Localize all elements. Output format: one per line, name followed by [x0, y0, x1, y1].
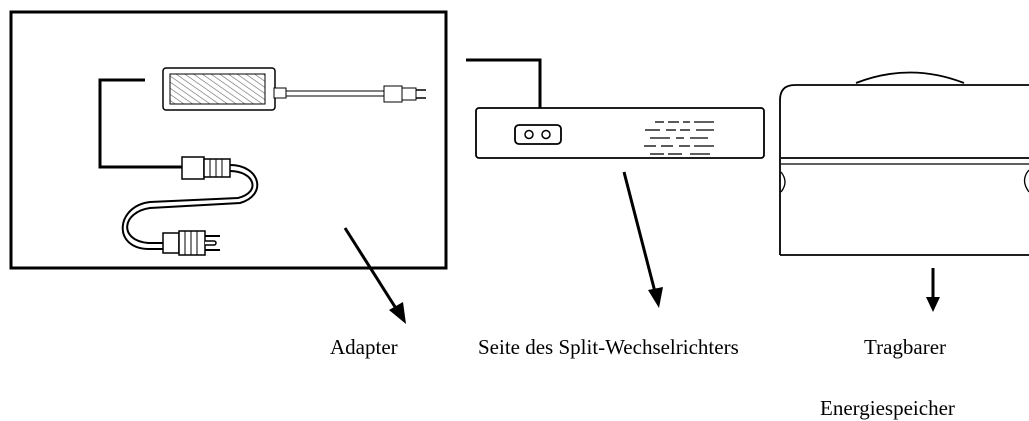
- vent-grille-icon: [644, 121, 714, 155]
- adapter-label: Adapter: [330, 335, 398, 359]
- adapter-arrow: [343, 227, 406, 324]
- storage-label-line2: Energiespeicher: [820, 396, 955, 420]
- storage-label-line1: Tragbarer: [864, 335, 947, 359]
- split-inverter-icon: [475, 107, 765, 159]
- portable-energy-storage-icon: [779, 71, 1029, 256]
- power-brick-icon: [162, 67, 426, 111]
- adapter-connection-line: [98, 78, 182, 169]
- storage-arrow: [926, 268, 940, 312]
- dc-input-port: [514, 124, 562, 145]
- power-cord-icon: [121, 156, 259, 256]
- adapter-frame: [9, 10, 448, 270]
- inverter-arrow: [622, 171, 663, 308]
- inverter-side-label: Seite des Split-Wechselrichters: [478, 335, 739, 359]
